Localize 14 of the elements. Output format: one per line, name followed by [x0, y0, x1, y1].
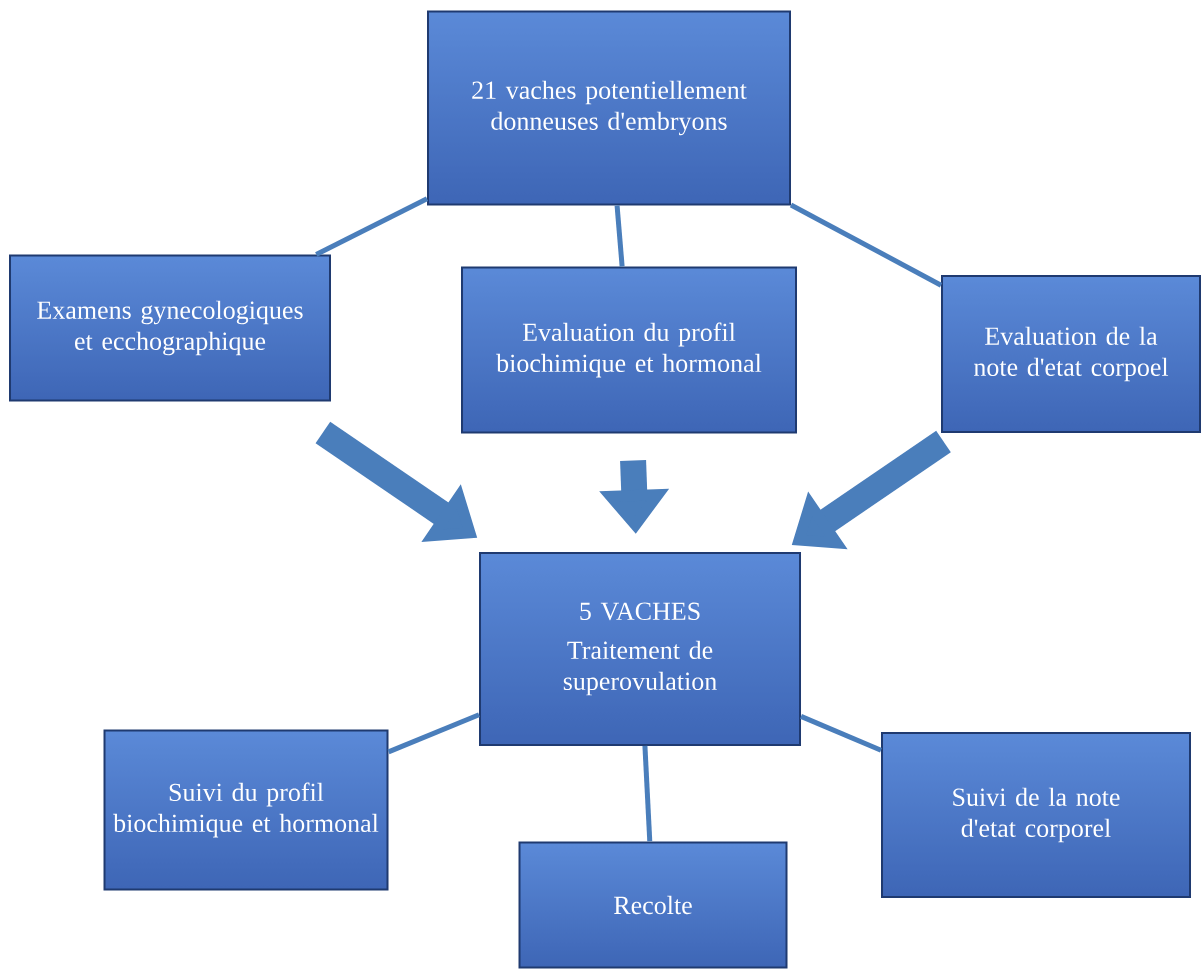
process-box: Suivi de la note d'etat corporel [881, 732, 1191, 898]
process-box: Evaluation de la note d'etat corpoel [941, 275, 1201, 433]
process-box: Suivi du profil biochimique et hormonal [103, 729, 389, 891]
process-box: Evaluation du profil biochimique et hormonal [461, 266, 797, 434]
connector-line [642, 745, 653, 842]
connector-line [614, 205, 625, 267]
connector-line [800, 714, 882, 753]
connector-line [789, 202, 943, 288]
process-box: Recolte [518, 841, 788, 969]
process-box: 5 VACHES Traitement de superovulation [479, 552, 801, 746]
connector-line [387, 712, 480, 755]
process-box: 21 vaches potentiellement donneuses d'embryons [427, 10, 791, 206]
connector-line [315, 196, 429, 257]
process-box: Examens gynecologiques et ecchographique [9, 254, 331, 402]
